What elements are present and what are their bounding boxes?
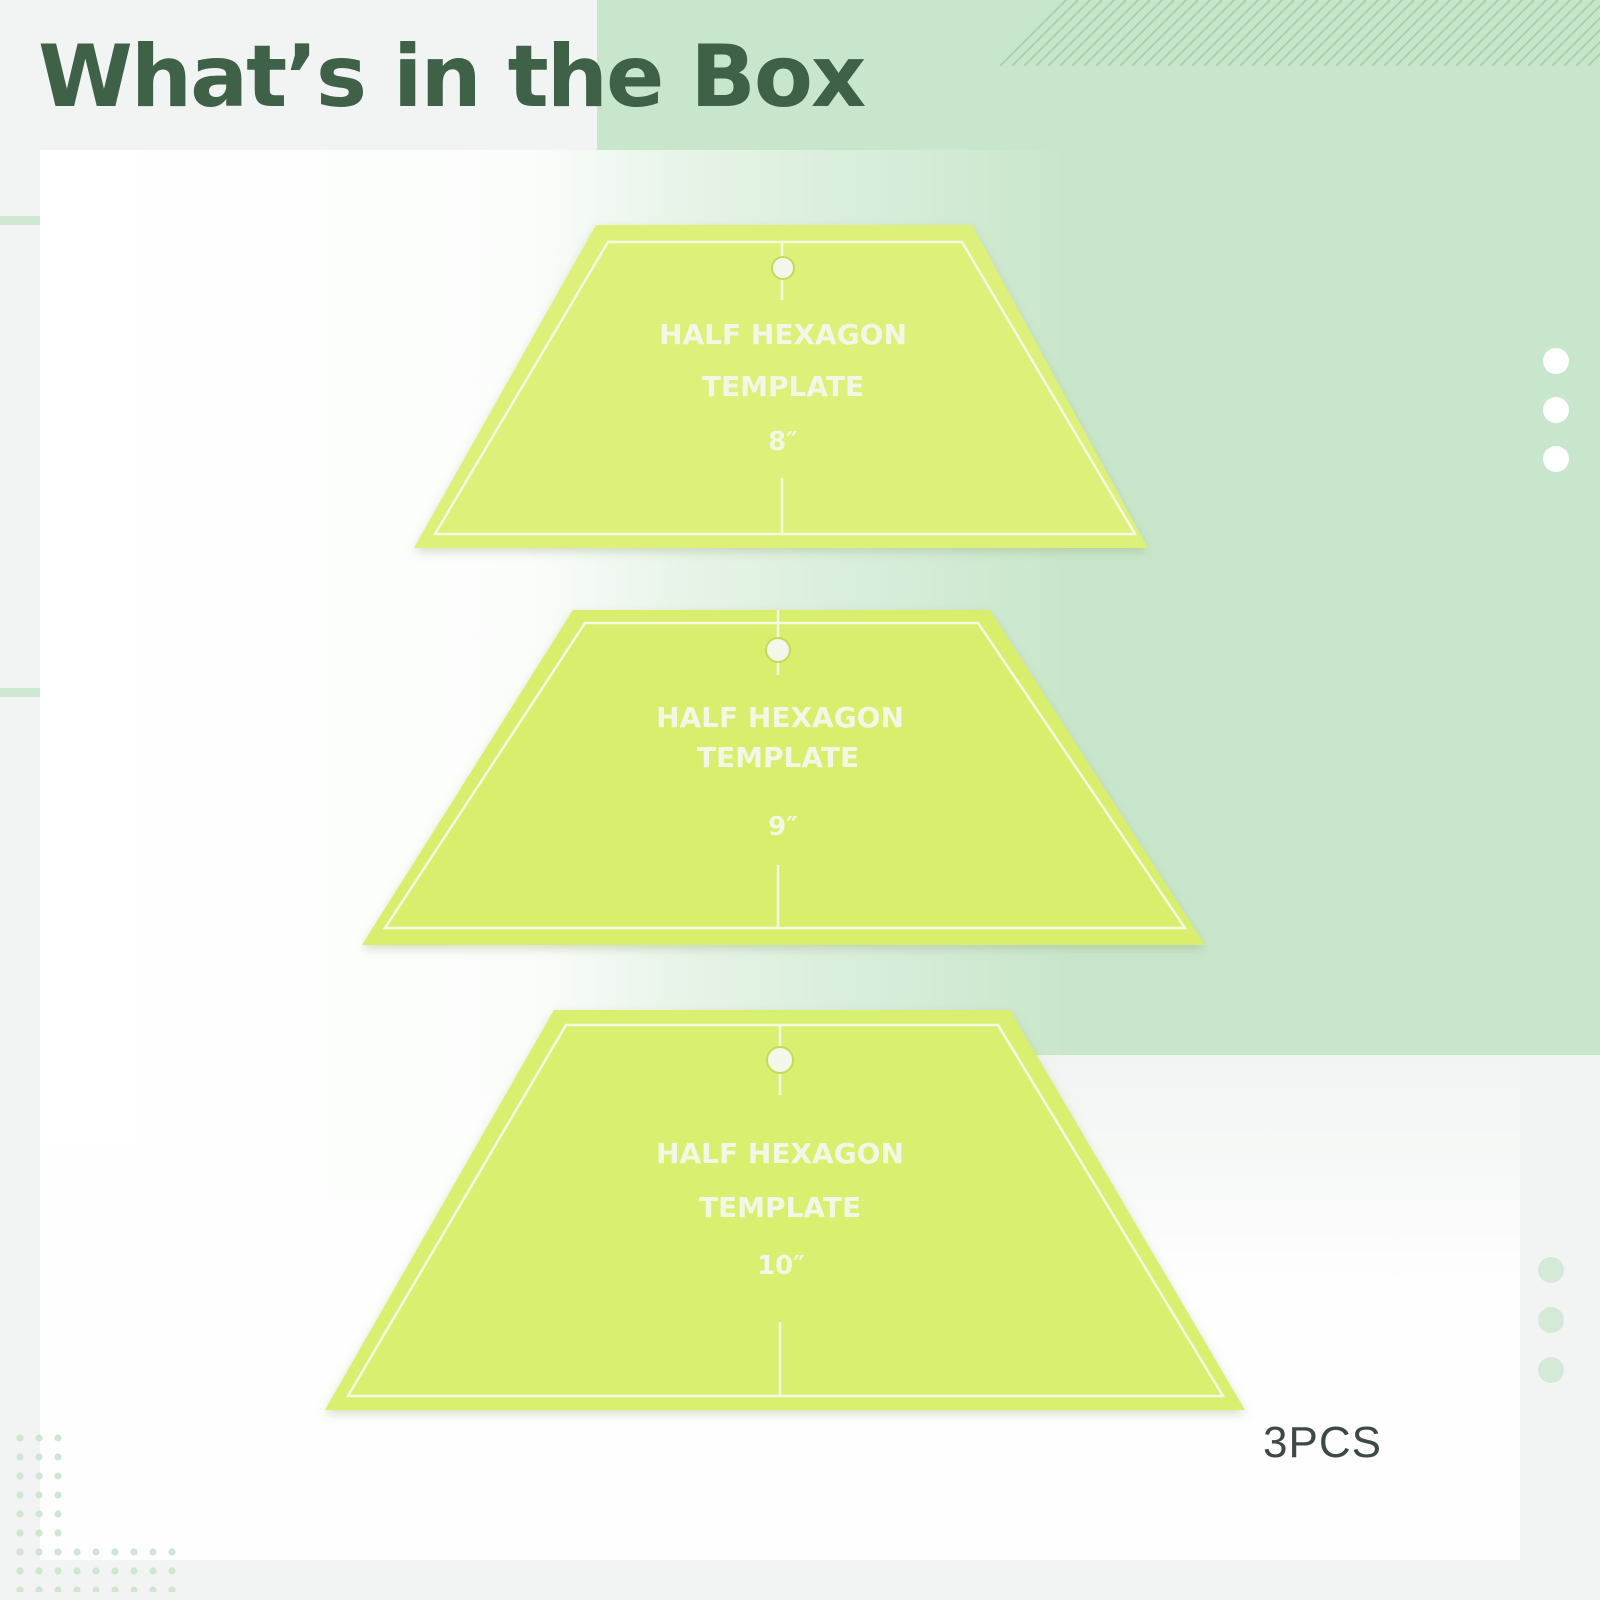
side-line-decoration [0, 216, 40, 225]
page-title: What’s in the Box [38, 27, 866, 127]
dot-decoration [1538, 1357, 1564, 1383]
dot-decoration [1543, 397, 1569, 423]
template-9-inch: HALF HEXAGON TEMPLATE 9″ [362, 610, 1205, 945]
dot-decoration [1543, 446, 1569, 472]
template-8-inch: HALF HEXAGON TEMPLATE 8″ [414, 225, 1148, 548]
template-label-line2: TEMPLATE [702, 370, 864, 403]
template-size: 9″ [768, 812, 798, 842]
diagonal-hatch-decoration [1000, 0, 1600, 66]
side-line-decoration [0, 688, 40, 697]
template-label-line2: TEMPLATE [699, 1191, 861, 1224]
template-10-inch: HALF HEXAGON TEMPLATE 10″ [325, 1010, 1245, 1410]
template-size: 8″ [768, 427, 798, 457]
template-label-line1: HALF HEXAGON [656, 701, 904, 734]
dot-decoration [1538, 1307, 1564, 1333]
dot-decoration [1543, 348, 1569, 374]
template-size: 10″ [757, 1251, 805, 1281]
dot-decoration [1538, 1257, 1564, 1283]
template-label-line1: HALF HEXAGON [656, 1137, 904, 1170]
template-label-line1: HALF HEXAGON [659, 318, 907, 351]
dot-grid-decoration [14, 1432, 184, 1592]
quantity-label: 3PCS [1263, 1418, 1382, 1467]
template-label-line2: TEMPLATE [697, 741, 859, 774]
